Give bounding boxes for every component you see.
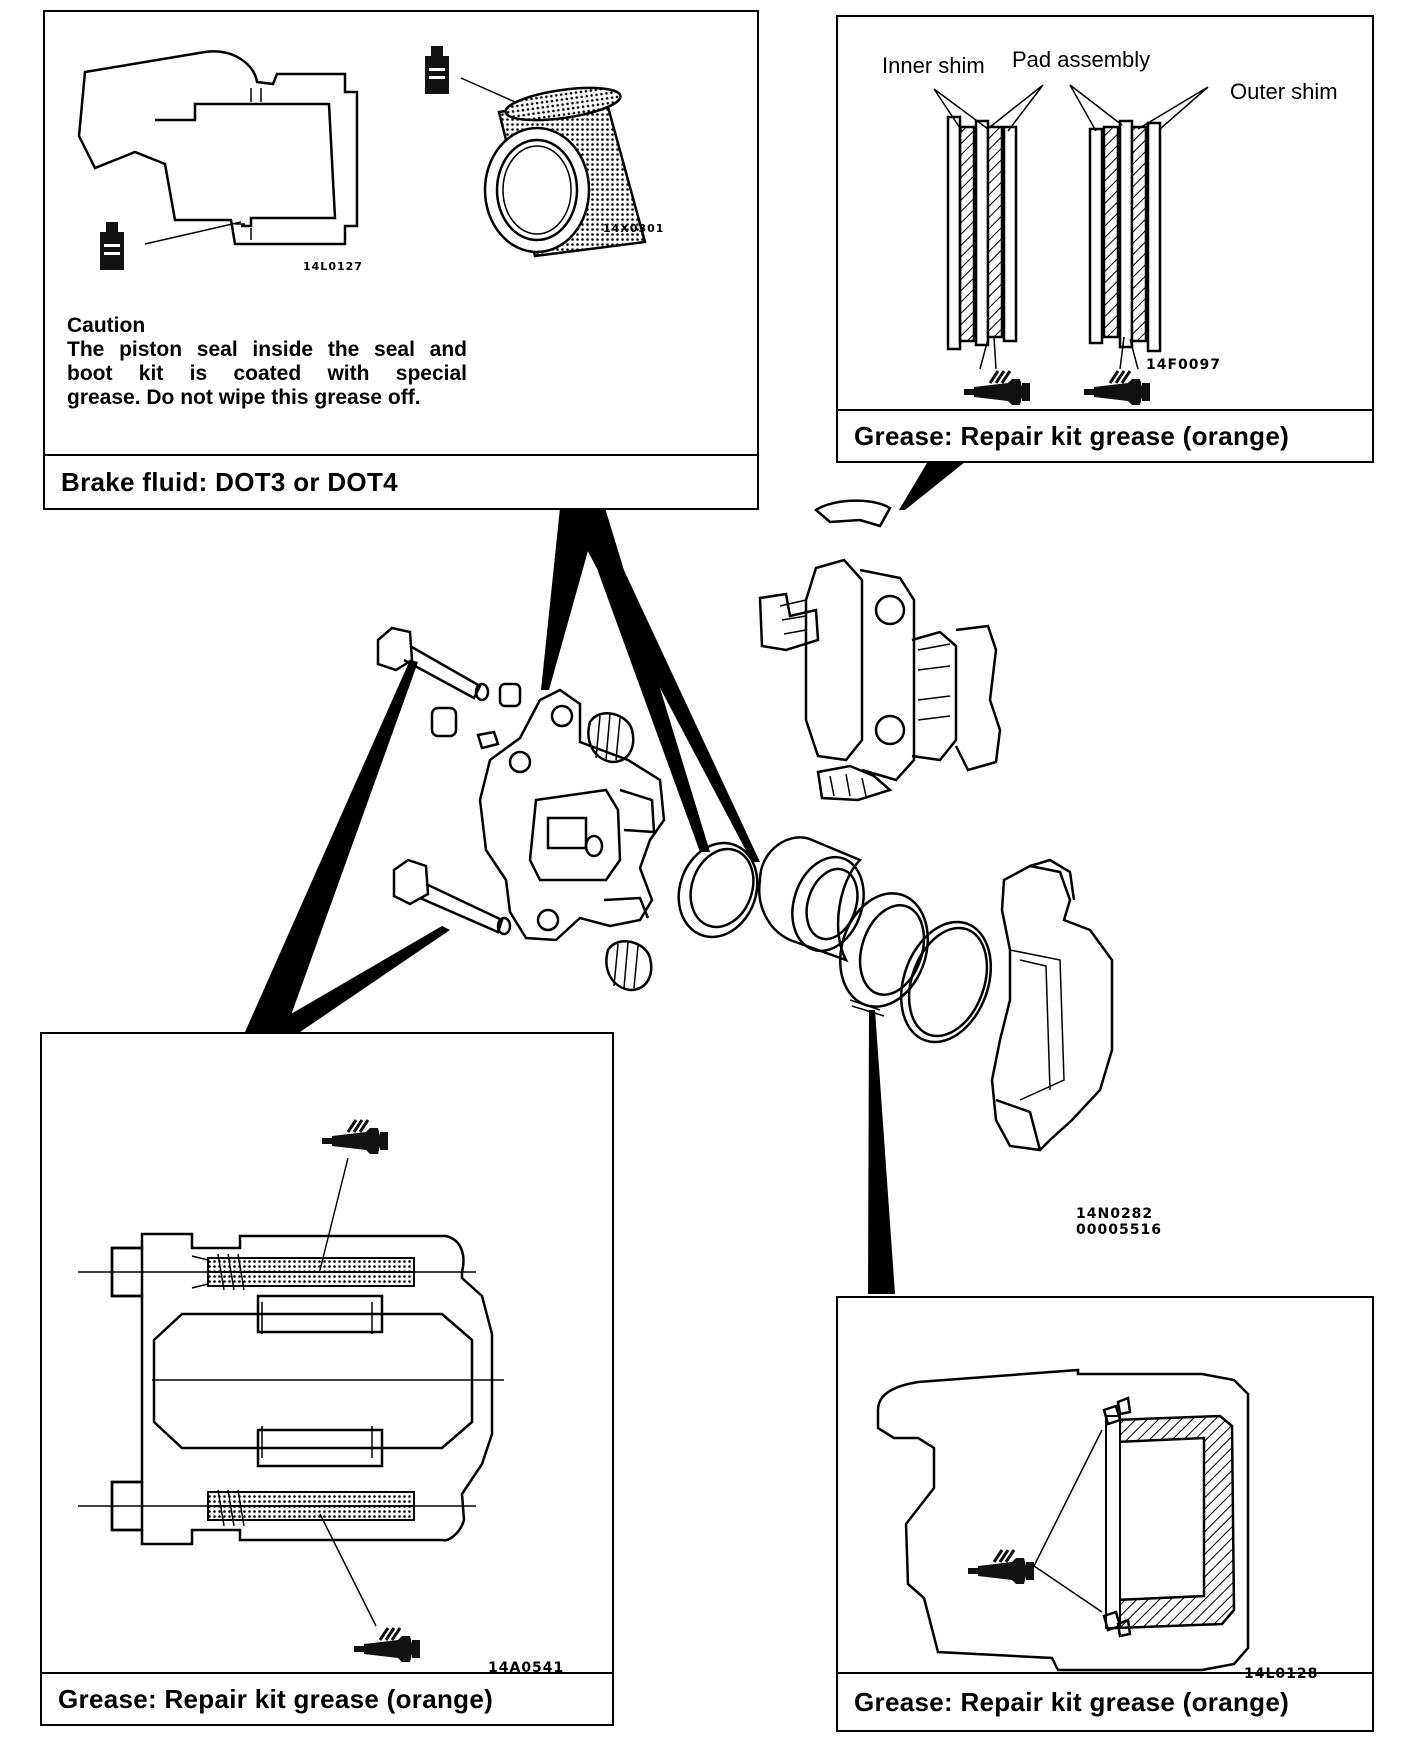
figure-code-seal: 14L0127 (303, 260, 363, 273)
label-pad-assembly: Pad assembly (1012, 47, 1151, 72)
grease-tube-icon (352, 1626, 422, 1664)
dust-boots (587, 712, 653, 992)
main-figure-code: 14N0282 00005516 (1076, 1206, 1162, 1238)
panel-pad-shim-grease: Inner shim Pad assembly Outer shim 14F00… (836, 15, 1374, 463)
panel-footer: Grease: Repair kit grease (orange) (42, 1672, 612, 1724)
grease-tube-icon (320, 1118, 390, 1156)
caliper-body (478, 688, 666, 942)
piston-illustration (483, 86, 647, 258)
brake-fluid-bottle-icon (425, 46, 449, 94)
guide-bolt-lower (392, 858, 512, 936)
caliper-support (990, 858, 1114, 1152)
pad-set-exploded (758, 499, 1002, 802)
caution-line: boot kit is coated with special (67, 362, 467, 385)
grease-tube-icon (1082, 369, 1152, 407)
footer-label: Grease: Repair kit grease (orange) (854, 1686, 1290, 1717)
boot-section-illustration (876, 1368, 1250, 1672)
brake-fluid-bottle-icon (100, 222, 124, 270)
pin-bushings (430, 682, 522, 750)
panel-guide-pin-grease: 14A0541 Grease: Repair kit grease (orang… (40, 1032, 614, 1726)
piston-seal (677, 841, 759, 939)
piston (758, 836, 865, 963)
label-outer-shim: Outer shim (1230, 79, 1338, 104)
figure-code: 14F0097 (1146, 357, 1222, 373)
footer-label: Grease: Repair kit grease (orange) (854, 420, 1290, 451)
figure-code: 14L0128 (1244, 1666, 1319, 1682)
panel-footer: Grease: Repair kit grease (orange) (838, 1672, 1372, 1730)
figure-code-line: 14N0282 (1076, 1206, 1154, 1222)
guide-bolt-upper (376, 626, 490, 702)
panel-footer: Grease: Repair kit grease (orange) (838, 409, 1372, 461)
panel-footer: Brake fluid: DOT3 or DOT4 (45, 454, 757, 508)
pad-shim-illustration (933, 84, 1209, 407)
panel-boot-grease: 14L0128 Grease: Repair kit grease (orang… (836, 1296, 1374, 1732)
panel-piston-seal-caution: 14L0127 14X0301 Caution The piston seal … (43, 10, 759, 510)
piston-boot (838, 892, 930, 1017)
caution-line: The piston seal inside the seal and (67, 338, 467, 361)
footer-label: Grease: Repair kit grease (orange) (58, 1683, 494, 1714)
caution-note: Caution The piston seal inside the seal … (67, 314, 467, 410)
guide-pin-section-illustration (78, 1118, 504, 1664)
boot-ring (899, 920, 993, 1044)
label-inner-shim: Inner shim (882, 53, 985, 78)
caution-line: grease. Do not wipe this grease off. (67, 386, 421, 409)
figure-code-piston: 14X0301 (603, 222, 665, 235)
footer-label: Brake fluid: DOT3 or DOT4 (61, 466, 398, 497)
grease-tube-icon (966, 1548, 1036, 1586)
piston-seal-illustration (77, 46, 647, 270)
leader-lines (245, 458, 970, 1294)
grease-tube-icon (962, 369, 1032, 407)
caution-title: Caution (67, 314, 146, 337)
figure-code-line: 00005516 (1076, 1222, 1162, 1238)
